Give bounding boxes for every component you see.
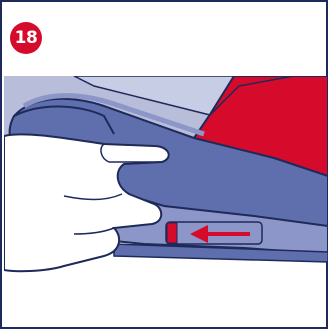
step-number: 18 bbox=[14, 28, 38, 48]
hand-sliding-seat-base-icon bbox=[4, 76, 328, 273]
release-handle bbox=[166, 222, 178, 244]
hand bbox=[4, 133, 170, 273]
left-arrow-icon bbox=[190, 225, 250, 243]
step-number-badge: 18 bbox=[10, 22, 42, 54]
